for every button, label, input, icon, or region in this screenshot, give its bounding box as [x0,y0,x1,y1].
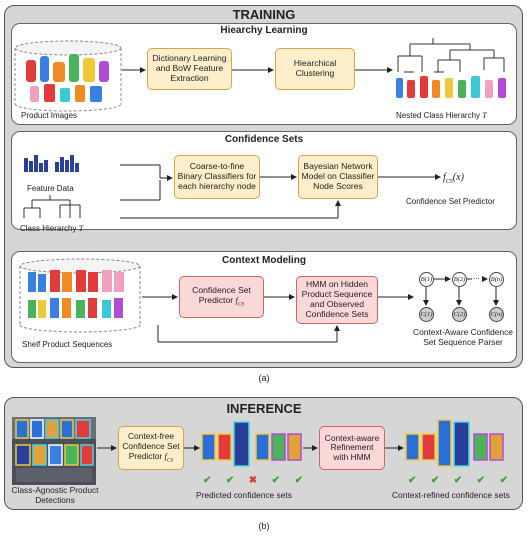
figure-label-b: (b) [0,521,528,531]
